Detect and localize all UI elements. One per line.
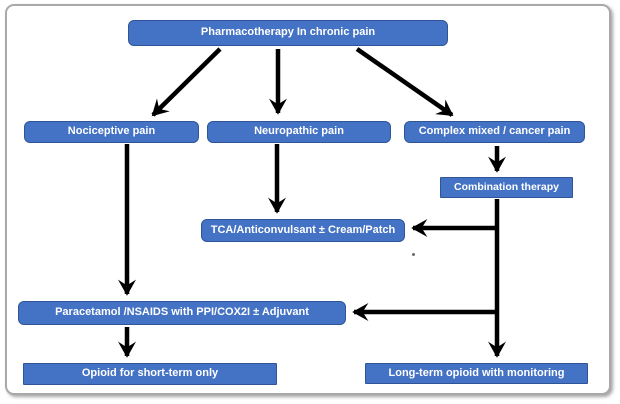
arrow-root-to-nociceptive — [151, 47, 222, 117]
node-tca-anticonvulsant: TCA/Anticonvulsant ± Cream/Patch — [201, 219, 405, 242]
node-paracetamol-nsaids: Paracetamol /NSAIDS with PPI/COX2I ± Adj… — [18, 301, 346, 325]
outer-frame — [5, 4, 611, 395]
node-neuropathic-pain: Neuropathic pain — [207, 121, 391, 143]
node-opioid-long-term: Long-term opioid with monitoring — [365, 363, 588, 384]
arrow-root-to-complex — [355, 47, 454, 117]
node-combination-therapy: Combination therapy — [440, 177, 573, 198]
node-nociceptive-pain: Nociceptive pain — [24, 121, 199, 143]
node-opioid-short-term: Opioid for short-term only — [23, 363, 277, 385]
node-complex-mixed-cancer-pain: Complex mixed / cancer pain — [404, 121, 585, 143]
node-pharmacotherapy-chronic-pain: Pharmacotherapy In chronic pain — [128, 20, 448, 46]
stray-dot-mark — [412, 253, 415, 256]
